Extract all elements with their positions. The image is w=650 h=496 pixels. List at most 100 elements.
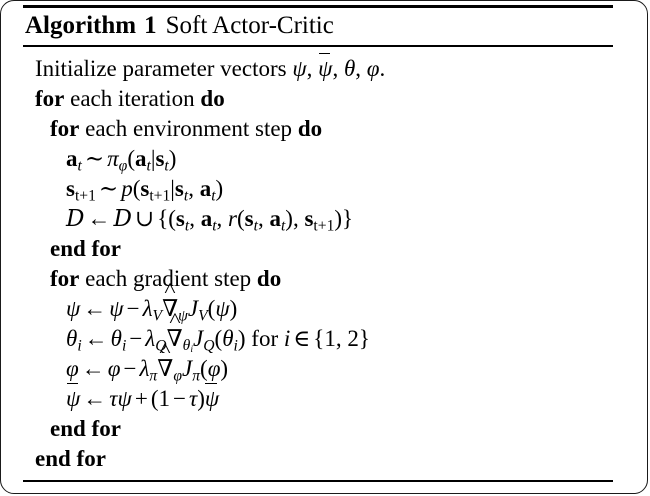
initialize-word: Initialize [35,56,117,81]
value-one: 1 [158,386,170,411]
symbol-lambda: λ [142,296,153,321]
symbol-s: s [175,206,185,231]
line-for-env-step: for each environment step do [23,114,613,144]
symbol-psi: ψ [66,296,81,321]
symbol-mid: | [150,146,156,171]
symbol-nabla-hat: ∇ [157,354,173,384]
symbol-a: a [199,176,212,201]
symbol-theta: θ [110,326,122,351]
symbol-plus: + [134,386,148,411]
line-update-theta: θi←θi−λQ∇θiJQ(θi) for i∈{1, 2} [23,324,613,356]
algorithm-title: Soft Actor-Critic [165,12,334,39]
symbol-s: s [66,176,75,201]
symbol-theta: θ [222,326,234,351]
subscript-psi: ψ [178,307,188,325]
symbol-a: a [134,146,147,171]
period: . [379,56,386,81]
symbol-tau: τ [109,386,118,411]
symbol-a: a [269,206,281,231]
symbol-lambda: λ [139,356,150,381]
algorithm-number: 1 [144,12,157,39]
symbol-s: s [244,206,254,231]
symbol-gets: ← [83,296,107,321]
line-update-phi: φ←φ−λπ∇φJπ(φ) [23,354,613,384]
keyword-for: for [35,86,65,111]
each-word: each [70,86,113,111]
symbol-script-D: D [113,206,132,232]
iteration-word: iteration [118,86,195,111]
algorithm-header: Algorithm 1 Soft Actor-Critic [23,8,613,45]
symbol-a: a [200,206,213,231]
subscript-i: i [233,337,238,355]
symbol-gets: ← [87,206,111,231]
algorithm-header-rule [23,45,613,47]
subscript-t: t [280,217,286,235]
line-end-for-env: end for [23,234,613,264]
each-word: each [85,116,128,141]
subscript-V: V [198,307,208,325]
subscript-t: t [183,187,189,205]
subscript-t: t [164,157,169,175]
keyword-for: for [91,416,121,441]
symbol-gets: ← [84,326,108,351]
line-for-gradient-step: for each gradient step do [23,264,613,294]
for-i-in-word: for [251,326,279,351]
symbol-tau: τ [188,386,198,411]
symbol-psi: ψ [215,296,230,321]
symbol-psi-bar: ψ [318,52,332,84]
symbol-s: s [140,176,150,201]
subscript-t: t [212,217,217,235]
algorithm-bottom-rule [23,480,613,482]
symbol-phi: φ [107,356,121,381]
symbol-theta: θ [66,326,78,351]
symbol-cup: ∪ [134,206,155,231]
subscript-phi: φ [173,367,182,385]
keyword-for: for [50,116,80,141]
value-two: 2 [347,326,359,351]
subsubscript-i: i [190,344,194,356]
subscript-i: i [121,337,127,355]
symbol-J: J [193,326,204,351]
symbol-J: J [187,296,199,321]
symbol-J: J [181,356,193,381]
symbol-psi-bar: ψ [66,382,80,414]
algorithm-body: Initialize parameter vectors ψ, ψ, θ, φ.… [23,47,613,480]
subscript-Q: Q [203,337,215,355]
symbol-theta: θ [343,56,356,81]
symbol-minus: − [126,296,140,321]
symbol-phi: φ [66,356,79,381]
environment-step-words: environment step [133,116,293,141]
subscript-phi: φ [118,157,128,175]
symbol-minus: − [172,386,186,411]
keyword-end: end [50,236,86,261]
symbol-script-D: D [66,206,85,232]
subscript-t: t [146,157,151,175]
keyword-do: do [256,266,282,291]
algorithm-top-rule [23,5,613,8]
symbol-s: s [174,176,184,201]
line-end-for-gradient: end for [23,414,613,444]
symbol-s: s [155,146,165,171]
symbol-psi-bar: ψ [205,382,219,414]
algorithm-block: Algorithm 1 Soft Actor-Critic Initialize p… [23,5,613,482]
symbol-psi: ψ [292,56,307,81]
symbol-minus: − [123,356,137,381]
subscript-theta: θ [182,337,191,355]
each-word: each [85,266,128,291]
subscript-t: t [77,157,82,175]
symbol-sim: ∼ [98,176,119,201]
keyword-end: end [35,446,71,471]
algorithm-label: Algorithm [25,12,137,39]
line-sample-action: at∼πφ(at|st) [66,146,177,175]
keyword-for: for [91,236,121,261]
line-for-iteration: for each iteration do [23,84,613,114]
line-initialize: Initialize parameter vectors ψ, ψ, θ, φ. [23,52,613,84]
symbol-gets: ← [81,356,105,381]
symbol-minus: − [129,326,143,351]
subscript-t: t [184,217,190,235]
symbol-i: i [283,326,291,351]
parameter-vectors-words: parameter vectors [122,56,287,81]
subscript-t: t [211,187,216,205]
symbol-psi: ψ [117,386,132,411]
keyword-end: end [50,416,86,441]
